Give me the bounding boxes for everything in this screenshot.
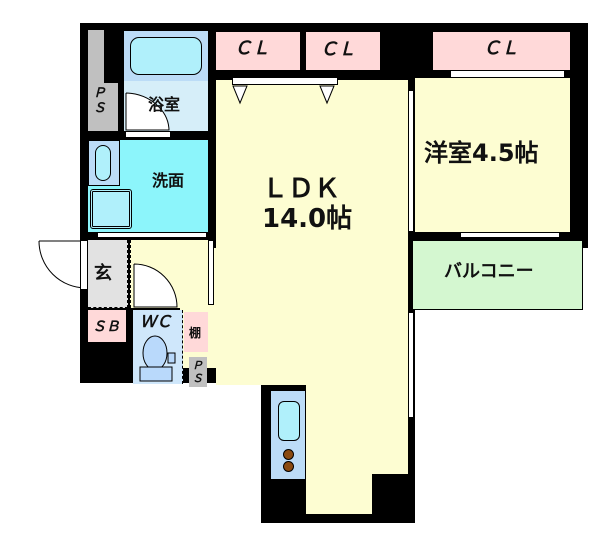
room-ldk	[216, 80, 408, 385]
closet-1-label: ＣＬ	[234, 38, 270, 59]
shoebox-label: ＳＢ	[92, 319, 120, 335]
washing-machine-icon	[90, 189, 132, 229]
room-entrance	[88, 240, 128, 308]
balcony	[413, 240, 583, 310]
closet-door-1	[232, 77, 338, 85]
wc-door-swing-icon	[133, 263, 178, 308]
bathtub-icon	[130, 37, 202, 75]
western-room-label: 洋室4.5帖	[424, 139, 539, 167]
wall-ldk-bottom-right	[372, 474, 408, 514]
stove-burner-icon	[283, 461, 294, 472]
pipe-space-1-lower	[88, 83, 118, 131]
closet-2	[306, 32, 380, 70]
shelf-label: 棚	[189, 326, 202, 340]
washbasin-icon	[95, 145, 111, 181]
bath-door-swing-icon	[125, 92, 170, 131]
bath-label: 浴室	[148, 95, 181, 114]
balcony-label: バルコニー	[444, 261, 534, 282]
entrance-label: 玄	[94, 263, 112, 284]
ldk-name-label: ＬＤＫ	[262, 174, 341, 204]
bath-door-frame	[125, 131, 171, 138]
window-ldk-right	[408, 90, 414, 232]
pipe-space-2	[189, 357, 207, 387]
window-ldk-lower	[408, 312, 414, 418]
closet-1	[216, 32, 300, 70]
wc-label: ＷＣ	[140, 312, 173, 331]
toilet-icon	[139, 335, 176, 382]
washroom-label: 洗面	[152, 171, 185, 190]
stove-burner-icon	[283, 449, 294, 460]
hall-window	[208, 240, 214, 305]
shoe-box	[88, 310, 126, 342]
closet-3	[433, 32, 570, 70]
ps-2-label: Ｐ Ｓ	[192, 359, 203, 385]
closet-door-3	[450, 70, 565, 78]
closet-2-label: ＣＬ	[320, 39, 356, 60]
shelf	[184, 312, 208, 352]
western-door	[460, 232, 560, 238]
washroom-door	[97, 232, 207, 238]
ps-1-label: Ｐ Ｓ	[93, 86, 107, 116]
room-western	[415, 78, 570, 232]
kitchen-sink-icon	[278, 401, 300, 441]
closet-3-label: ＣＬ	[483, 38, 519, 59]
ldk-size-label: 14.0帖	[262, 204, 353, 234]
entrance-door-frame	[80, 240, 88, 290]
